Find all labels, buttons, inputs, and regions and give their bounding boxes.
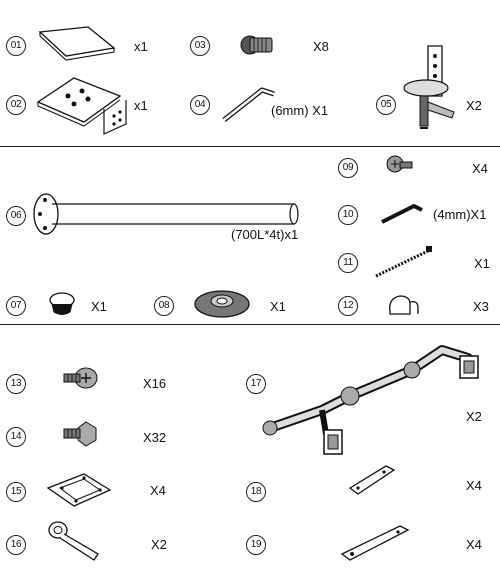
part-qty-05: X2 xyxy=(466,98,482,113)
small-hex-key-icon xyxy=(378,200,428,228)
part-number-17: 17 xyxy=(246,374,266,394)
part-qty-03: X8 xyxy=(313,39,329,54)
long-bar-icon xyxy=(338,522,410,564)
part-number-11: 11 xyxy=(338,253,358,273)
hex-bolt-icon xyxy=(60,420,100,450)
part-number-01: 01 xyxy=(6,36,26,56)
part-number-12: 12 xyxy=(338,296,358,316)
part-qty-07: X1 xyxy=(91,299,107,314)
hex-key-icon xyxy=(220,82,280,127)
part-qty-19: X4 xyxy=(466,537,482,552)
bolt-icon xyxy=(238,28,278,58)
part-qty-16: X2 xyxy=(151,537,167,552)
bracket-plate-icon xyxy=(34,72,130,142)
slide-bar-icon xyxy=(346,462,398,498)
part-number-02: 02 xyxy=(6,95,26,115)
grommet-base-icon xyxy=(194,288,254,322)
part-number-15: 15 xyxy=(6,482,26,502)
part-qty-04: (6mm) X1 xyxy=(271,103,329,118)
phillips-screw-icon xyxy=(60,366,100,396)
wrench-icon xyxy=(48,518,108,566)
dual-monitor-arm-icon xyxy=(262,334,492,464)
part-number-07: 07 xyxy=(6,296,26,316)
section-divider-2 xyxy=(0,324,500,325)
section-divider-1 xyxy=(0,146,500,147)
part-qty-11: X1 xyxy=(474,256,490,271)
part-number-05: 05 xyxy=(376,95,396,115)
part-qty-08: X1 xyxy=(270,299,286,314)
part-number-06: 06 xyxy=(6,206,26,226)
part-qty-06: (700L*4t)x1 xyxy=(231,227,299,242)
part-qty-01: x1 xyxy=(134,39,148,54)
part-number-08: 08 xyxy=(154,296,174,316)
part-number-14: 14 xyxy=(6,427,26,447)
cable-tie-icon xyxy=(372,244,436,280)
part-qty-14: X32 xyxy=(143,430,167,445)
part-number-09: 09 xyxy=(338,158,358,178)
part-qty-10: (4mm)X1 xyxy=(433,207,487,222)
vesa-plate-icon xyxy=(44,470,114,510)
part-number-10: 10 xyxy=(338,205,358,225)
part-qty-15: X4 xyxy=(150,483,166,498)
part-number-03: 03 xyxy=(190,36,210,56)
part-qty-12: X3 xyxy=(473,299,489,314)
flat-plate-icon xyxy=(30,24,120,64)
end-cap-icon xyxy=(48,290,78,318)
desk-clamp-icon xyxy=(398,42,464,137)
pole-icon xyxy=(30,192,302,238)
part-number-18: 18 xyxy=(246,482,266,502)
part-qty-02: x1 xyxy=(134,98,148,113)
part-qty-17: X2 xyxy=(466,409,482,424)
part-number-16: 16 xyxy=(6,535,26,555)
part-qty-13: X16 xyxy=(143,376,167,391)
part-qty-18: X4 xyxy=(466,478,482,493)
part-qty-09: X4 xyxy=(472,161,488,176)
part-number-04: 04 xyxy=(190,95,210,115)
flat-screw-icon xyxy=(386,154,416,180)
part-number-19: 19 xyxy=(246,535,266,555)
cable-clip-icon xyxy=(384,288,424,320)
part-number-13: 13 xyxy=(6,374,26,394)
